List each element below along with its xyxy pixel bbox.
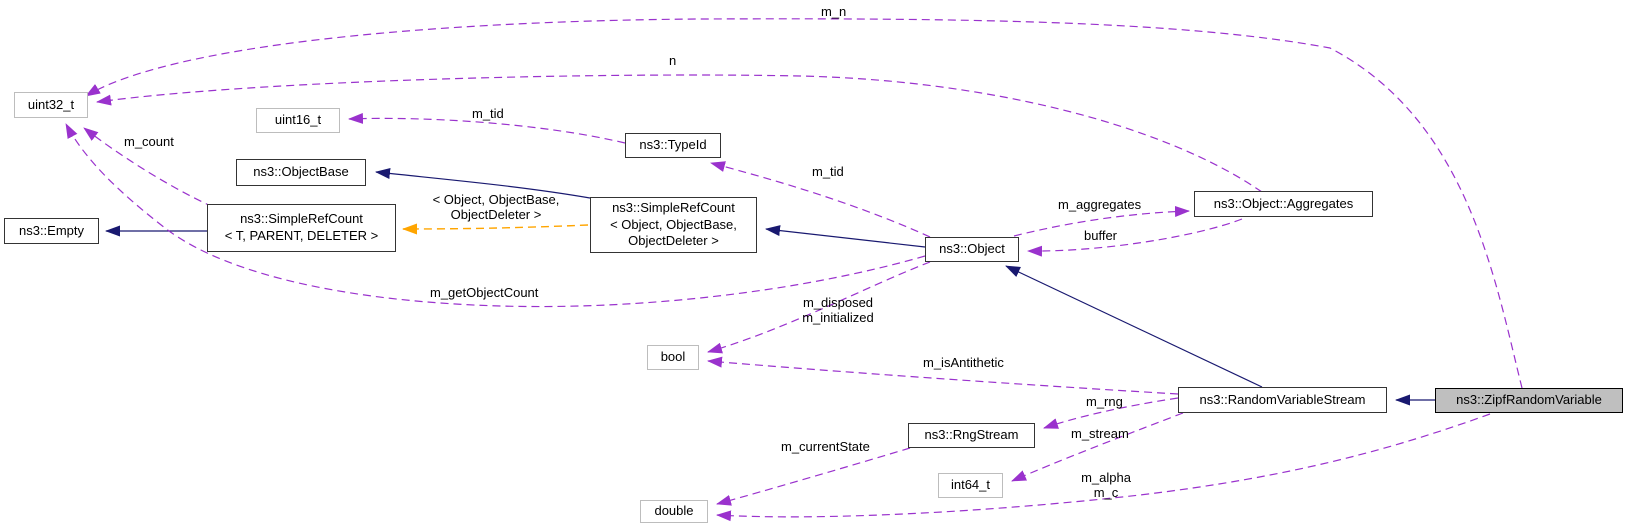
edge-m-alpha-m-c xyxy=(716,413,1491,522)
edge-label-n: n xyxy=(669,53,677,68)
node-simplerefcount-template[interactable]: ns3::SimpleRefCount < T, PARENT, DELETER… xyxy=(207,204,396,252)
edge-n xyxy=(96,74,1263,193)
edge-label-m-n: m_n xyxy=(821,4,847,19)
node-objectbase[interactable]: ns3::ObjectBase xyxy=(236,159,366,186)
edge-m-stream xyxy=(1011,412,1184,482)
edge-label-m-currentstate: m_currentState xyxy=(781,439,870,454)
node-rngstream[interactable]: ns3::RngStream xyxy=(908,423,1035,448)
edge-label-m-isantithetic: m_isAntithetic xyxy=(923,355,1004,370)
node-randomvariablestream[interactable]: ns3::RandomVariableStream xyxy=(1178,387,1387,413)
edge-label-template-args: < Object, ObjectBase, ObjectDeleter > xyxy=(432,192,560,222)
edge-m-count xyxy=(83,127,214,208)
edge-template-instantiation xyxy=(402,223,589,235)
edge-label-m-alpha-m-c: m_alpha m_c xyxy=(1081,470,1131,500)
node-object[interactable]: ns3::Object xyxy=(925,237,1019,262)
edge-label-m-tid-left: m_tid xyxy=(472,106,504,121)
edge-m-tid-object-to-typeid xyxy=(710,161,931,238)
edge-label-m-tid-right: m_tid xyxy=(812,164,844,179)
edge-label-m-aggregates: m_aggregates xyxy=(1058,197,1142,212)
edge-m-getobjectcount xyxy=(65,123,926,308)
edge-srcood-inherits-objectbase xyxy=(375,168,591,199)
node-empty[interactable]: ns3::Empty xyxy=(4,218,99,244)
node-uint16-t: uint16_t xyxy=(256,108,340,133)
edge-m-tid-typeid-to-uint16 xyxy=(348,112,626,144)
edge-rvs-inherits-object xyxy=(1005,265,1263,388)
node-double: double xyxy=(640,500,708,523)
edge-m-disposed-m-initialized xyxy=(707,261,931,354)
edge-label-m-getobjectcount: m_getObjectCount xyxy=(430,285,539,300)
node-typeid[interactable]: ns3::TypeId xyxy=(625,133,721,158)
edge-m-aggregates xyxy=(1013,205,1190,237)
edge-label-m-stream: m_stream xyxy=(1071,426,1129,441)
edge-m-n xyxy=(85,18,1523,389)
edge-label-m-count: m_count xyxy=(124,134,174,149)
node-object-aggregates[interactable]: ns3::Object::Aggregates xyxy=(1194,191,1373,217)
edge-label-m-disposed-m-initialized: m_disposed m_initialized xyxy=(802,295,874,325)
edge-object-inherits-srcood xyxy=(765,225,926,248)
edge-m-isantithetic xyxy=(707,356,1179,395)
node-bool: bool xyxy=(647,345,699,370)
node-int64-t: int64_t xyxy=(938,473,1003,498)
node-simplerefcount-object[interactable]: ns3::SimpleRefCount < Object, ObjectBase… xyxy=(590,197,757,253)
node-zipfrandomvariable: ns3::ZipfRandomVariable xyxy=(1435,388,1623,413)
edge-buffer xyxy=(1027,218,1243,257)
edge-m-rng xyxy=(1043,397,1179,429)
edge-label-buffer: buffer xyxy=(1084,228,1118,243)
edge-label-m-rng: m_rng xyxy=(1086,394,1123,409)
node-uint32-t: uint32_t xyxy=(14,92,88,118)
edge-m-currentstate xyxy=(716,447,911,506)
